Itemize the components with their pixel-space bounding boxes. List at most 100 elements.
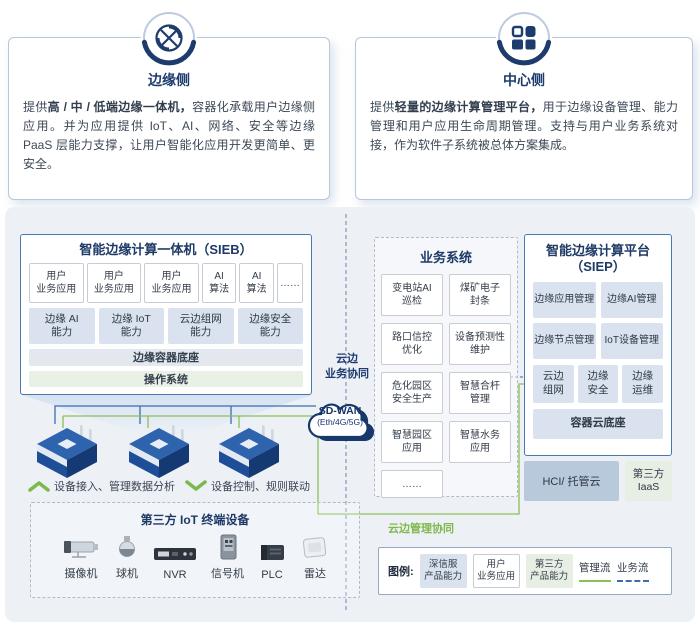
iot-label: 雷达 <box>304 568 326 580</box>
iot-item-dome-camera: 球机 <box>115 535 139 581</box>
siep-box: 智能边缘计算平台 （SIEP） 边缘应用管理 边缘AI管理 边缘节点管理 IoT… <box>524 234 672 456</box>
edge-body-bold: 高 / 中 / 低端边缘一体机， <box>47 100 193 114</box>
sieb-title: 智能边缘计算一体机（SIEB） <box>79 242 253 257</box>
ai-algorithm-box: AI 算法 <box>239 263 274 304</box>
center-side-title: 中心侧 <box>503 72 545 88</box>
more-business-apps-box: …… <box>381 470 443 498</box>
device-flow-captions: 设备接入、管理数据分析 设备控制、规则联动 <box>28 478 364 494</box>
dome-camera-icon <box>119 536 135 557</box>
cloud-edge-management-collab-label: 云边管理协同 <box>388 523 454 535</box>
legend-business-flow-label: 业务流 <box>616 562 649 574</box>
edge-iot-capability-box: 边缘 IoT 能力 <box>98 308 164 345</box>
iot-terminals-row: 摄像机 球机 NVR <box>31 534 359 581</box>
business-app-box: 路口信控 优化 <box>381 323 443 365</box>
edge-container-base-bar: 边缘容器底座 <box>29 349 303 366</box>
chevron-up-icon <box>28 481 50 492</box>
edge-appliance-device <box>215 424 283 482</box>
legend-box: 图例: 深信服 产品能力 用户 业务应用 第三方 产品能力 管理流 业务流 <box>378 547 672 595</box>
iot-terminals-title: 第三方 IoT 终端设备 <box>140 513 250 527</box>
cloud-edge-network-box: 云边 组网 <box>533 364 574 403</box>
business-app-box: 智慧合杆 管理 <box>449 372 511 414</box>
ai-algorithm-box: AI 算法 <box>201 263 237 304</box>
container-cloud-base-bar: 容器云底座 <box>533 408 663 439</box>
center-body-bold: 轻量的边缘计算管理平台， <box>394 100 543 114</box>
center-side-description: 提供轻量的边缘计算管理平台，用于边缘设备管理、能力管理和用户应用生命周期管理。支… <box>370 98 678 155</box>
device-ingest-caption: 设备接入、管理数据分析 <box>54 481 175 493</box>
nvr-icon <box>154 548 196 560</box>
edge-node-management-box: 边缘节点管理 <box>533 322 596 359</box>
edge-appliance-icon <box>129 425 189 478</box>
edge-ops-box: 边缘 运维 <box>622 364 663 403</box>
radar-icon <box>302 537 327 558</box>
business-app-box: 煤矿电子 封条 <box>449 274 511 316</box>
device-control-caption: 设备控制、规则联动 <box>211 481 310 493</box>
more-apps-box: …… <box>276 263 303 304</box>
business-app-box: 智慧园区 应用 <box>381 421 443 463</box>
legend-business-flow: 业务流 <box>616 560 649 582</box>
business-app-box: 危化园区 安全生产 <box>381 372 443 414</box>
edge-appliance-device <box>125 424 193 482</box>
edge-appliance-icon <box>219 425 279 478</box>
legend-title: 图例: <box>388 566 414 578</box>
sdwan-label: SD-WAN <box>318 405 362 417</box>
edge-appliance-device <box>33 424 101 482</box>
cloud-label: SD-WAN (Eth/4G/5G) <box>303 405 377 428</box>
siep-management-grid: 边缘应用管理 边缘AI管理 边缘节点管理 IoT设备管理 <box>533 281 663 359</box>
edge-body-rest: 容器化承载用户边缘侧应用。并为应用提供 IoT、AI、网络、安全等边缘 PaaS… <box>23 100 315 171</box>
edge-security-capability-box: 边缘安全 能力 <box>237 308 303 345</box>
legend-user-application: 用户 业务应用 <box>472 554 520 588</box>
iot-label: 摄像机 <box>64 568 98 580</box>
center-side-icon <box>496 10 552 66</box>
cloud-edge-business-collab-label: 云边 业务协同 <box>325 353 369 380</box>
user-app-box: 用户 业务应用 <box>29 263 84 304</box>
dashboard-circle-icon <box>496 12 552 66</box>
business-system-grid: 变电站AI 巡检 煤矿电子 封条 路口信控 优化 设备预测性 维护 危化园区 安… <box>375 274 517 498</box>
user-app-box: 用户 业务应用 <box>86 263 142 304</box>
sdwan-cloud: SD-WAN (Eth/4G/5G) <box>303 389 377 447</box>
edge-side-icon <box>141 10 197 66</box>
edge-body-prefix: 提供 <box>23 100 48 114</box>
business-app-box: 变电站AI 巡检 <box>381 274 443 316</box>
business-flow-line-sample <box>616 580 649 582</box>
iot-device-management-box: IoT设备管理 <box>600 322 663 359</box>
management-flow-line-sample <box>578 580 611 582</box>
legend-management-flow-label: 管理流 <box>578 562 611 574</box>
sieb-app-row: 用户 业务应用 用户 业务应用 用户 业务应用 AI 算法 AI 算法 …… <box>29 263 303 304</box>
business-system-box: 业务系统 变电站AI 巡检 煤矿电子 封条 路口信控 优化 设备预测性 维护 危… <box>374 237 518 498</box>
iot-item-radar: 雷达 <box>300 535 330 581</box>
legend-sangfor-capability: 深信服 产品能力 <box>419 554 467 588</box>
bullet-camera-icon <box>64 541 98 558</box>
cloud-edge-network-capability-box: 云边组网 能力 <box>168 308 234 345</box>
chevron-down-icon <box>185 480 207 491</box>
hci-managed-cloud-box: HCI/ 托管云 <box>524 461 619 501</box>
iot-terminals-box: 第三方 IoT 终端设备 摄像机 球机 <box>30 502 360 598</box>
iot-item-plc: PLC <box>257 539 287 581</box>
center-body-rest: 用于边缘设备管理、能力管理和用户应用生命周期管理。支持与用户业务系统对接，作为软… <box>370 100 678 152</box>
edge-side-title: 边缘侧 <box>148 72 190 88</box>
iot-label: 球机 <box>116 568 138 580</box>
iot-label: PLC <box>261 569 283 581</box>
edge-app-management-box: 边缘应用管理 <box>533 281 596 318</box>
edge-ai-capability-box: 边缘 AI 能力 <box>29 308 95 345</box>
signal-controller-icon <box>220 534 236 560</box>
operating-system-bar: 操作系统 <box>29 370 303 387</box>
iot-item-signal-controller: 信号机 <box>211 534 244 581</box>
edge-security-box: 边缘 安全 <box>577 364 619 403</box>
legend-third-party-capability: 第三方 产品能力 <box>525 554 573 588</box>
siep-title: 智能边缘计算平台 （SIEP） <box>545 243 650 275</box>
sieb-box: 智能边缘计算一体机（SIEB） 用户 业务应用 用户 业务应用 用户 业务应用 … <box>20 234 312 395</box>
legend-management-flow: 管理流 <box>578 560 611 582</box>
third-party-iaas-box: 第三方 IaaS <box>625 461 672 501</box>
center-body-prefix: 提供 <box>370 100 395 114</box>
user-app-box: 用户 业务应用 <box>144 263 199 304</box>
iot-item-nvr: NVR <box>152 539 198 581</box>
siep-ops-grid: 云边 组网 边缘 安全 边缘 运维 <box>533 364 663 403</box>
sdwan-links-label: (Eth/4G/5G) <box>317 417 363 427</box>
plc-icon <box>261 545 284 560</box>
iot-label: 信号机 <box>211 568 244 580</box>
sieb-capability-row: 边缘 AI 能力 边缘 IoT 能力 云边组网 能力 边缘安全 能力 <box>29 308 303 345</box>
edge-appliance-icon <box>37 425 97 478</box>
iot-label: NVR <box>163 569 187 581</box>
business-app-box: 设备预测性 维护 <box>449 323 511 365</box>
